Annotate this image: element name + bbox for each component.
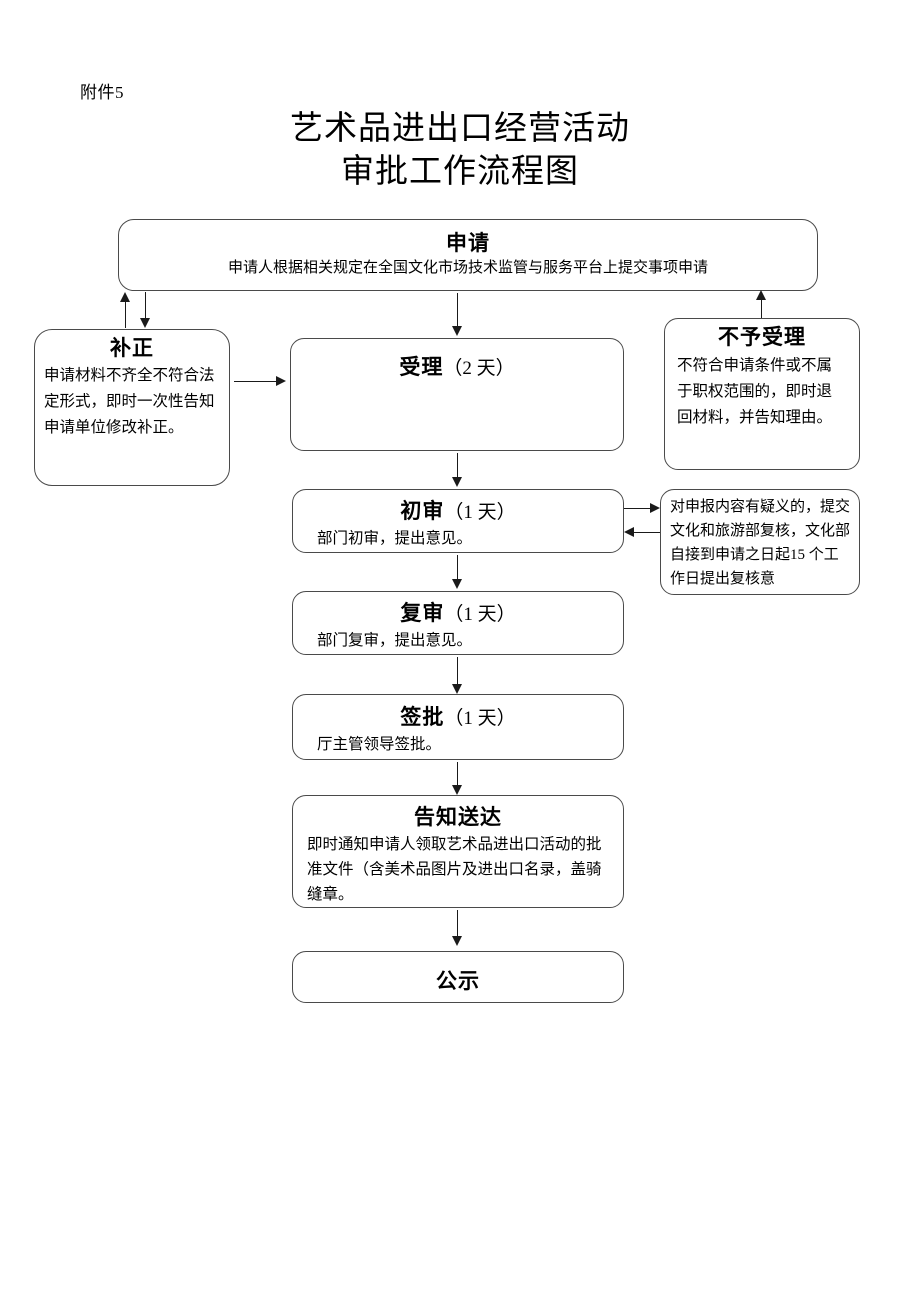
flow-node-notify-title: 告知送达 <box>414 806 502 829</box>
flow-node-supplement[interactable]: 补正 申请材料不齐全不符合法定形式，即时一次性告知申请单位修改补正。 <box>34 329 230 486</box>
flow-node-publicity-title: 公示 <box>436 970 480 993</box>
page-title-line-1: 艺术品进出口经营活动 <box>290 111 630 147</box>
connector-second-review-sign-arrow <box>452 684 462 694</box>
flow-node-supplement-body: 申请材料不齐全不符合法定形式，即时一次性告知申请单位修改补正。 <box>44 367 215 436</box>
flow-node-review-note-body: 对申报内容有疑义的，提交文化和旅游部复核，文化部自接到申请之日起15 个工作日提… <box>670 499 851 587</box>
flow-node-accept-title-text: 受理 <box>399 356 444 379</box>
flow-node-reject-title: 不予受理 <box>718 326 806 349</box>
flow-node-reject-body: 不符合申请条件或不属于职权范围的，即时退回材料，并告知理由。 <box>677 357 833 426</box>
flow-node-accept-title: 受理（2 天） <box>301 345 613 383</box>
connector-apply-supplement-down-line <box>145 292 146 319</box>
flow-node-first-review-days: （1 天） <box>444 502 516 523</box>
flow-node-notify[interactable]: 告知送达 即时通知申请人领取艺术品进出口活动的批准文件（含美术品图片及进出口名录… <box>292 795 624 908</box>
flow-node-first-review[interactable]: 初审（1 天） 部门初审，提出意见。 <box>292 489 624 553</box>
connector-first-review-note-arrow <box>650 503 660 513</box>
flow-node-second-review-title-text: 复审 <box>400 602 445 625</box>
connector-apply-supplement-down-arrow <box>140 318 150 328</box>
flow-node-sign-days: （1 天） <box>444 708 516 729</box>
connector-first-review-note-line <box>624 508 654 509</box>
connector-first-review-second-review-line <box>457 555 458 581</box>
flow-node-apply[interactable]: 申请 申请人根据相关规定在全国文化市场技术监管与服务平台上提交事项申请 <box>118 219 818 291</box>
connector-notify-publicity-line <box>457 910 458 938</box>
connector-reject-apply-line <box>761 299 762 320</box>
connector-second-review-sign-line <box>457 657 458 686</box>
flow-node-notify-body: 即时通知申请人领取艺术品进出口活动的批准文件（含美术品图片及进出口名录，盖骑缝章… <box>307 836 602 903</box>
flow-node-apply-title: 申请 <box>446 232 490 255</box>
flow-node-sign-title: 签批（1 天） <box>303 701 613 733</box>
connector-sign-notify-line <box>457 762 458 787</box>
connector-apply-accept-arrow <box>452 326 462 336</box>
connector-apply-accept-line <box>457 293 458 327</box>
page-title: 艺术品进出口经营活动 审批工作流程图 <box>0 108 920 194</box>
flow-node-sign-title-text: 签批 <box>400 706 445 729</box>
connector-first-review-second-review-arrow <box>452 579 462 589</box>
flow-node-second-review-title: 复审（1 天） <box>303 598 613 629</box>
flow-node-accept[interactable]: 受理（2 天） <box>290 338 624 451</box>
flow-node-apply-body: 申请人根据相关规定在全国文化市场技术监管与服务平台上提交事项申请 <box>227 260 708 276</box>
flow-node-sign-body: 厅主管领导签批。 <box>317 736 442 753</box>
attachment-label: 附件5 <box>80 83 124 102</box>
flow-node-first-review-body: 部门初审，提出意见。 <box>317 530 473 547</box>
connector-reject-apply-arrow <box>756 290 766 300</box>
flow-node-review-note[interactable]: 对申报内容有疑义的，提交文化和旅游部复核，文化部自接到申请之日起15 个工作日提… <box>660 489 860 595</box>
flow-node-first-review-title: 初审（1 天） <box>303 496 613 527</box>
page-title-line-2: 审批工作流程图 <box>341 154 579 190</box>
connector-supplement-accept-arrow <box>276 376 286 386</box>
connector-sign-notify-arrow <box>452 785 462 795</box>
connector-accept-first-review-arrow <box>452 477 462 487</box>
flow-node-accept-days: （2 天） <box>443 358 515 379</box>
flow-node-second-review-days: （1 天） <box>444 604 516 625</box>
connector-note-first-review-line <box>630 532 660 533</box>
flow-node-first-review-title-text: 初审 <box>400 500 445 523</box>
connector-notify-publicity-arrow <box>452 936 462 946</box>
connector-apply-supplement-up-line <box>125 300 126 328</box>
flow-node-second-review[interactable]: 复审（1 天） 部门复审，提出意见。 <box>292 591 624 655</box>
flow-node-supplement-title: 补正 <box>110 337 154 360</box>
connector-accept-first-review-line <box>457 453 458 479</box>
flow-node-sign[interactable]: 签批（1 天） 厅主管领导签批。 <box>292 694 624 760</box>
flow-node-reject[interactable]: 不予受理 不符合申请条件或不属于职权范围的，即时退回材料，并告知理由。 <box>664 318 860 470</box>
flow-node-publicity[interactable]: 公示 <box>292 951 624 1003</box>
flow-node-second-review-body: 部门复审，提出意见。 <box>317 632 473 649</box>
connector-note-first-review-arrow <box>624 527 634 537</box>
connector-apply-supplement-up-arrow <box>120 292 130 302</box>
connector-supplement-accept-line <box>234 381 278 382</box>
